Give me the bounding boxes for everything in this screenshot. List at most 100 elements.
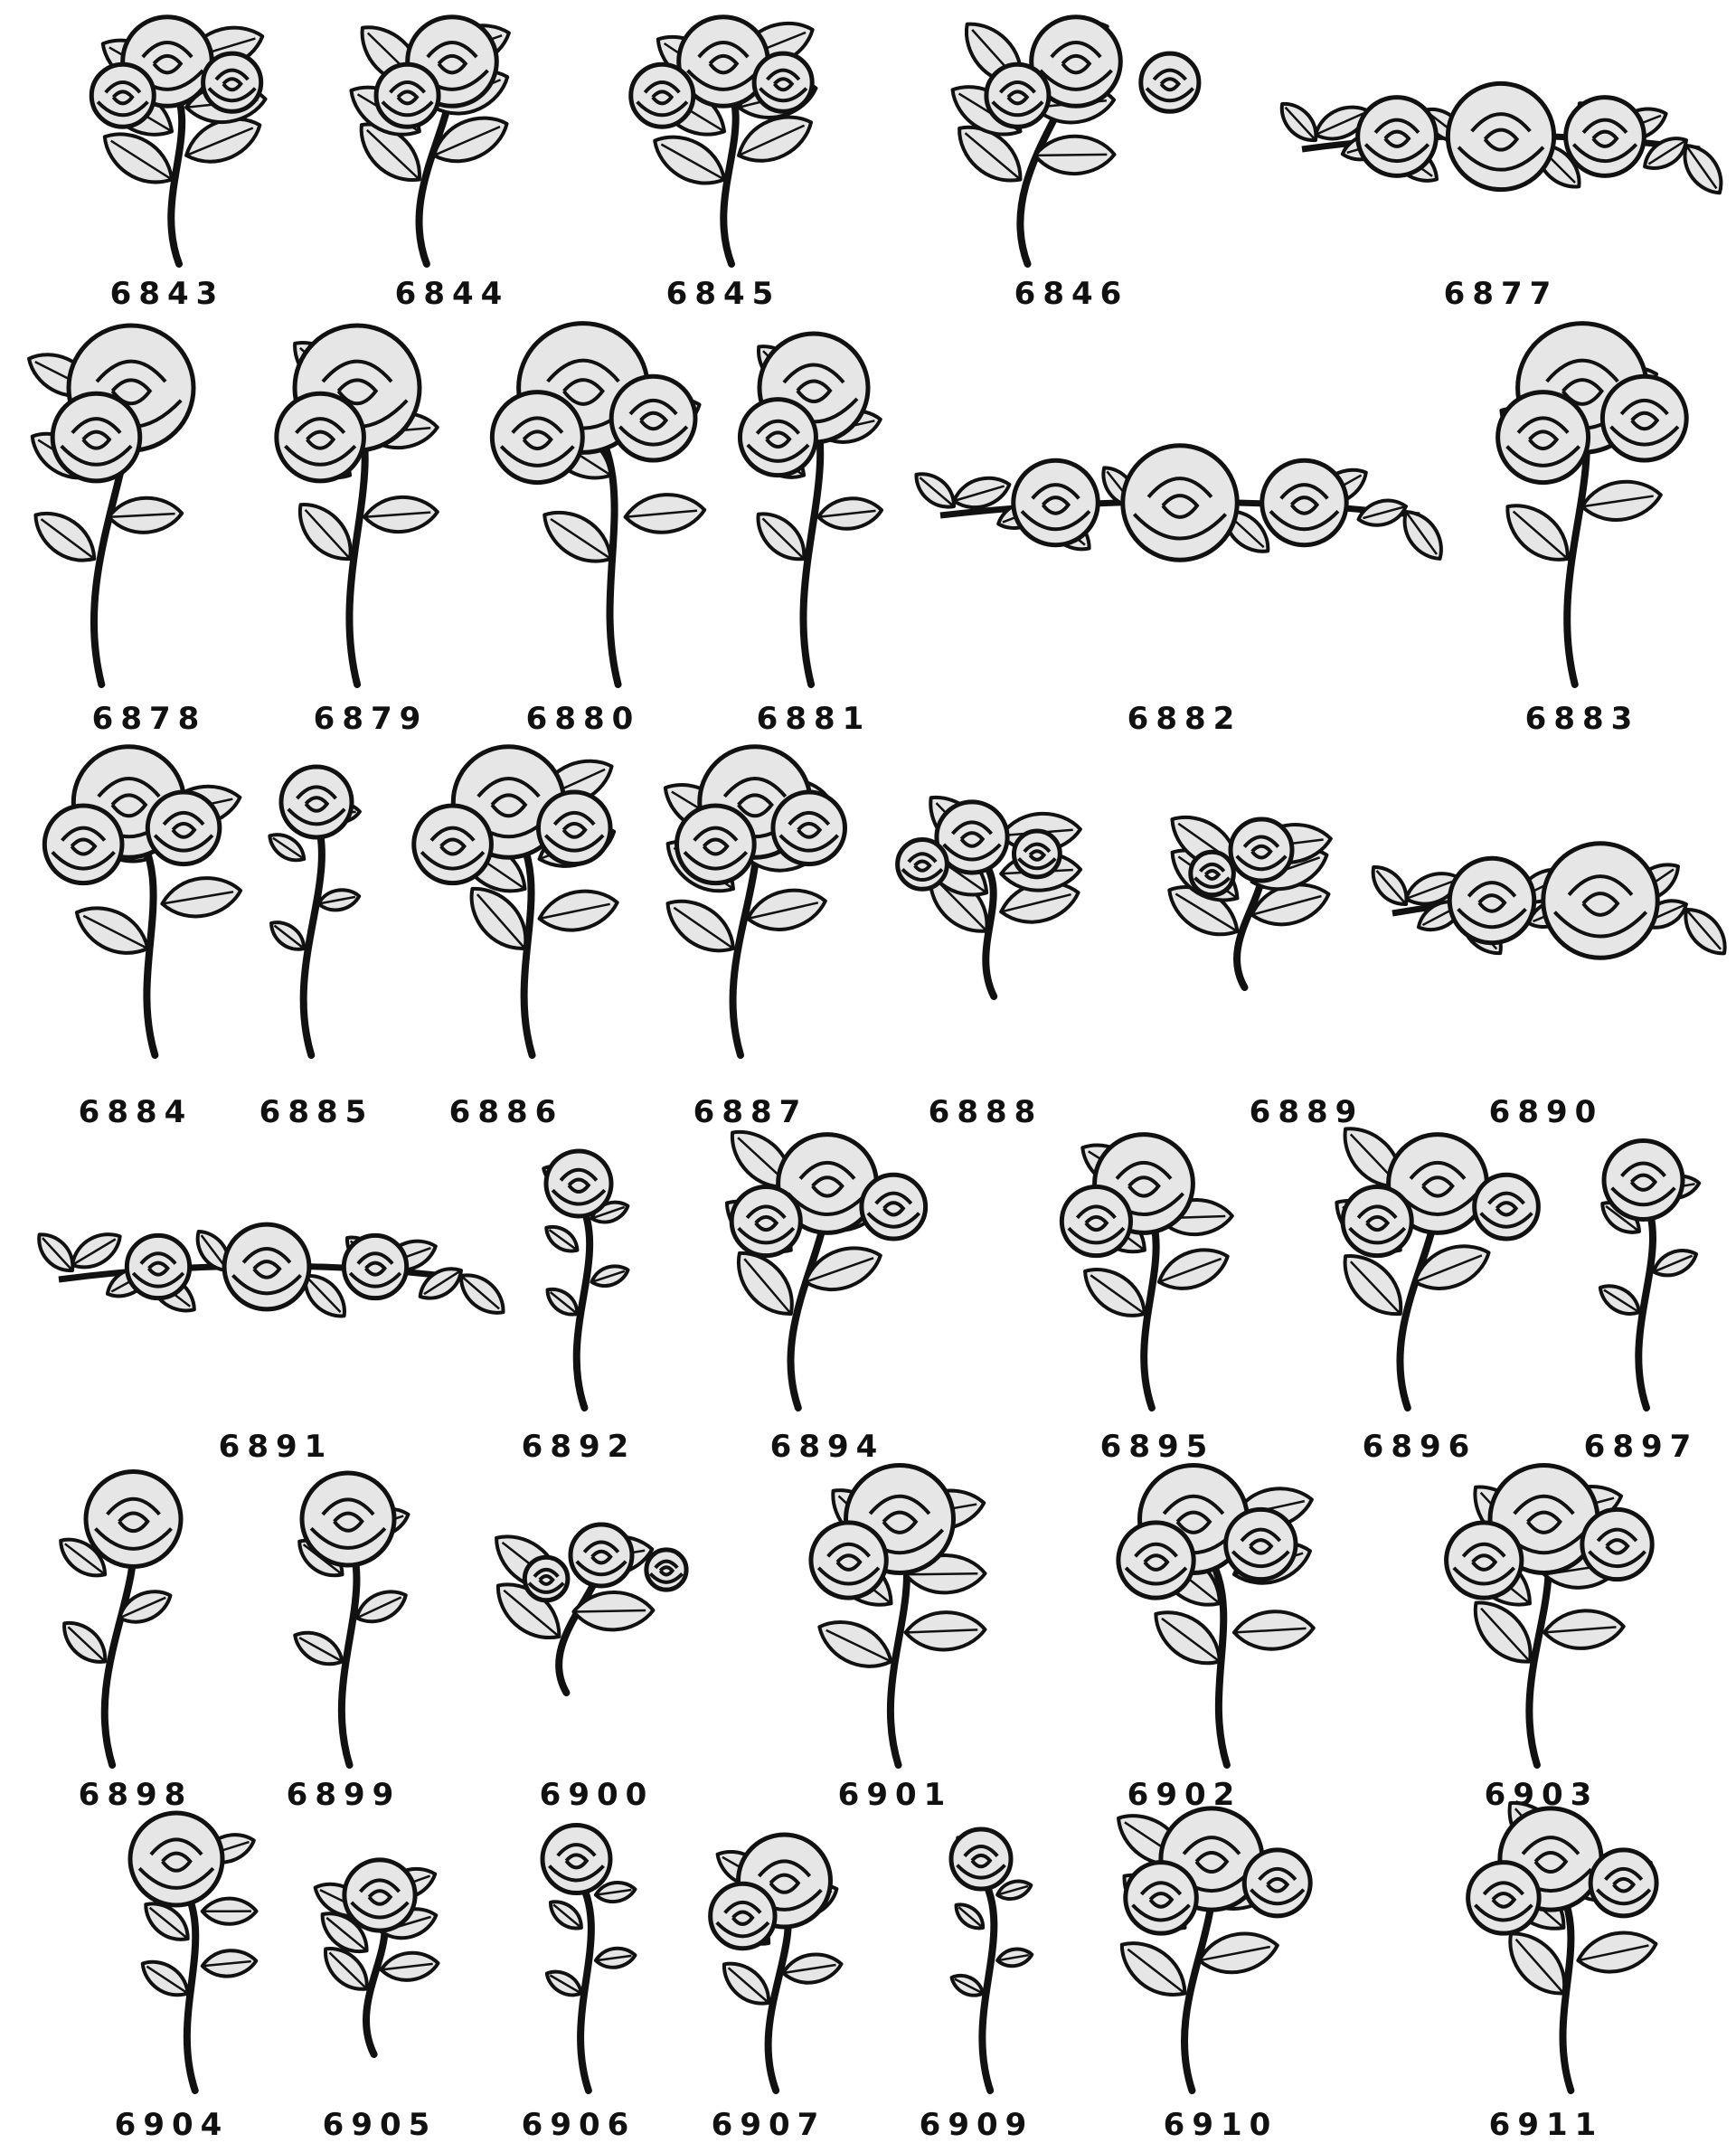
item-code: 6845: [666, 276, 781, 312]
stem: [342, 1535, 357, 1766]
rose-ornament-icon: [1062, 1799, 1361, 2098]
rose-ornament-icon: [841, 796, 1103, 1004]
rose-bloom: [1123, 446, 1238, 561]
rose-bloom: [302, 1473, 394, 1565]
rose-ornament-icon: [1379, 1456, 1709, 1772]
rose-bloom: [951, 1829, 1011, 1889]
rose-ornament-icon: [484, 1519, 719, 1700]
rose-bloom: [1566, 98, 1645, 176]
rose-ornament-icon: [339, 9, 565, 271]
rose-ornament-icon: [54, 1456, 212, 1772]
rose-bloom: [492, 392, 582, 483]
rose-ornament-icon: [1040, 1126, 1248, 1415]
rose-bloom: [740, 400, 816, 476]
rose-bloom: [1118, 1523, 1194, 1598]
rose-bloom: [538, 792, 610, 864]
rose-ornament-icon: [50, 1216, 484, 1325]
rose-bloom: [1602, 376, 1686, 460]
rose-bloom: [414, 806, 492, 883]
rose-bloom: [542, 1826, 610, 1893]
item-code: 6888: [929, 1094, 1043, 1130]
item-code: 6904: [115, 2107, 230, 2143]
rose-ornament-icon: [14, 737, 244, 1062]
rose-ornament-icon: [588, 9, 859, 271]
rose-bloom: [862, 1175, 926, 1239]
item-code: 6905: [323, 2107, 438, 2143]
rose-bloom: [1262, 460, 1347, 545]
item-code: 6877: [1444, 276, 1559, 312]
rose-bloom: [1498, 392, 1589, 483]
rose-ornament-icon: [99, 1799, 253, 2098]
item-code: 6892: [522, 1429, 637, 1465]
item-code: 6846: [1014, 276, 1129, 312]
stem: [304, 818, 322, 1055]
rose-bloom: [571, 1525, 632, 1586]
rose-bloom: [344, 1235, 406, 1298]
item-code: 6878: [92, 701, 207, 737]
rose-bloom: [1475, 1175, 1539, 1239]
rose-ornament-icon: [723, 312, 904, 692]
rose-bloom: [1014, 460, 1099, 545]
rose-bloom: [1126, 1863, 1197, 1934]
rose-bloom: [677, 806, 755, 883]
rose-ornament-icon: [298, 1854, 461, 2062]
rose-ornament-icon: [687, 1126, 967, 1415]
rose-bloom: [631, 64, 693, 127]
item-code: 6899: [287, 1777, 401, 1813]
rose-bloom: [1447, 1523, 1522, 1598]
item-code: 6887: [693, 1094, 808, 1130]
rose-bloom: [91, 64, 154, 127]
rose-ornament-icon: [1293, 72, 1709, 208]
rose-ornament-icon: [931, 1799, 1031, 2098]
rose-bloom: [147, 792, 220, 864]
rose-bloom: [754, 53, 812, 111]
rose-ornament-icon: [1456, 312, 1709, 692]
rose-bloom: [546, 1151, 611, 1216]
rose-ornament-icon: [389, 737, 628, 1062]
rose-ornament-icon: [271, 1456, 425, 1772]
item-code: 6844: [395, 276, 510, 312]
rose-bloom: [731, 1187, 800, 1256]
rose-ornament-icon: [1578, 1121, 1709, 1415]
item-code: 6909: [920, 2107, 1034, 2143]
rose-bloom: [646, 1550, 686, 1590]
rose-bloom: [277, 393, 364, 481]
rose-ornament-icon: [520, 1799, 633, 2098]
rose-bloom: [1590, 1850, 1656, 1916]
rose-ornament-icon: [1383, 814, 1709, 995]
rose-ornament-icon: [1071, 1456, 1316, 1772]
item-code: 6883: [1525, 701, 1640, 737]
stem: [577, 1198, 590, 1408]
item-code: 6886: [449, 1094, 564, 1130]
item-code: 6885: [259, 1094, 374, 1130]
rose-ornament-icon: [1148, 814, 1374, 995]
rose-ornament-icon: [886, 9, 1266, 271]
rose-ornament-icon: [1311, 1126, 1564, 1415]
rose-bloom: [986, 64, 1049, 127]
item-code: 6911: [1489, 2107, 1604, 2143]
rose-ornament-icon: [27, 312, 235, 692]
stem: [105, 1535, 134, 1766]
rose-bloom: [344, 1860, 415, 1931]
rose-bloom: [811, 1523, 886, 1598]
rose-ornament-icon: [701, 1827, 868, 2098]
rose-bloom: [281, 767, 352, 837]
rose-bloom: [1061, 1187, 1130, 1256]
item-code: 6881: [757, 701, 872, 737]
rose-ornament-icon: [1420, 1799, 1682, 2098]
rose-bloom: [1358, 98, 1437, 176]
rose-bloom: [524, 1557, 568, 1600]
rose-bloom: [1604, 1141, 1683, 1220]
rose-ornament-icon: [524, 1126, 633, 1415]
rose-ornament-icon: [931, 425, 1429, 588]
item-code: 6906: [522, 2107, 637, 2143]
item-code: 6889: [1250, 1094, 1364, 1130]
rose-bloom: [1141, 53, 1199, 111]
item-code: 6880: [526, 701, 641, 737]
rose-ornament-icon: [787, 1456, 1013, 1772]
rose-bloom: [130, 1813, 222, 1905]
rose-bloom: [1343, 1187, 1411, 1256]
rose-bloom: [203, 53, 261, 111]
rose-bloom: [1191, 852, 1234, 895]
item-code: 6879: [314, 701, 429, 737]
